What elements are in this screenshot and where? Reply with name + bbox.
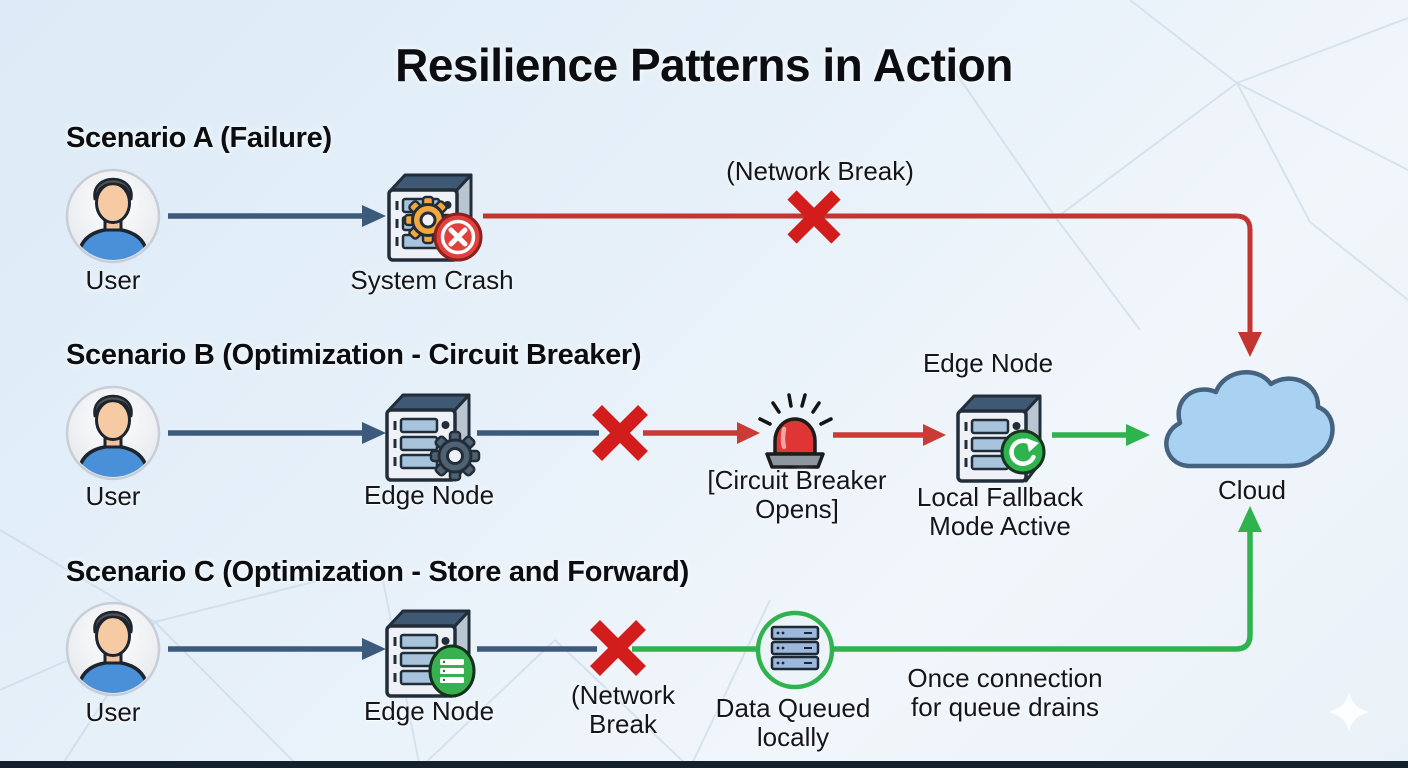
network-break-label-a: (Network Break)	[726, 156, 914, 186]
local-fallback-line2: Mode Active	[929, 511, 1071, 541]
arrow-user-to-crash-a	[168, 205, 386, 227]
system-crash-label: System Crash	[350, 265, 514, 295]
cloud-label: Cloud	[1218, 475, 1286, 505]
bottom-edge-bar	[0, 761, 1408, 768]
data-queued-label: Data Queued locally	[716, 694, 871, 752]
arrow-break-to-siren	[643, 422, 760, 444]
arrow-user-to-edge-b	[168, 422, 386, 444]
arrow-user-to-edge-c	[168, 638, 386, 660]
edge-node-label-c: Edge Node	[363, 696, 495, 726]
user-avatar-icon	[67, 170, 159, 262]
scenario-a-heading: Scenario A (Failure)	[66, 122, 332, 154]
user-avatar-icon	[67, 603, 159, 695]
circuit-breaker-line1: [Circuit Breaker	[707, 465, 887, 495]
network-break-line2: Break	[589, 709, 657, 739]
user-label-b: User	[85, 481, 141, 511]
local-fallback-label: Local Fallback Mode Active	[917, 483, 1083, 541]
server-gear-icon	[385, 393, 481, 482]
siren-alert-icon	[758, 393, 833, 469]
arrow-siren-to-fallback	[833, 424, 946, 446]
once-connection-line2: for queue drains	[911, 692, 1099, 722]
server-refresh-icon	[956, 394, 1046, 483]
page-title: Resilience Patterns in Action	[395, 39, 1013, 91]
once-connection-line1: Once connection	[907, 663, 1103, 693]
network-break-x-icon	[592, 405, 648, 461]
arrow-fallback-to-cloud	[1052, 424, 1150, 446]
user-label-c: User	[85, 697, 141, 727]
circuit-breaker-line2: Opens]	[755, 494, 839, 524]
edge-node-label-b2: Edge Node	[922, 348, 1054, 378]
local-fallback-line1: Local Fallback	[916, 482, 1084, 512]
cloud-icon	[1164, 370, 1335, 469]
server-crash-icon	[387, 173, 483, 262]
data-queue-servers-icon	[755, 610, 835, 690]
sparkle-icon	[1329, 692, 1369, 732]
red-line-crash-to-cloud	[483, 213, 1262, 357]
once-connection-label: Once connection for queue drains	[907, 664, 1102, 722]
scenario-b-heading: Scenario B (Optimization - Circuit Break…	[66, 339, 642, 371]
network-break-x-icon	[787, 190, 841, 244]
network-break-line1: (Network	[570, 680, 676, 710]
data-queued-line2: locally	[756, 722, 830, 752]
user-label-a: User	[85, 265, 141, 295]
data-queued-line1: Data Queued	[715, 693, 871, 723]
green-line-queue-to-cloud	[632, 506, 1262, 652]
server-queue-badge-icon	[385, 609, 476, 698]
edge-node-label-b1: Edge Node	[363, 480, 495, 510]
scenario-c-heading: Scenario C (Optimization - Store and For…	[66, 556, 689, 588]
network-break-x-icon	[590, 620, 646, 676]
circuit-breaker-label: [Circuit Breaker Opens]	[707, 466, 886, 524]
network-break-label-c: (Network Break	[571, 681, 675, 739]
user-avatar-icon	[67, 387, 159, 479]
